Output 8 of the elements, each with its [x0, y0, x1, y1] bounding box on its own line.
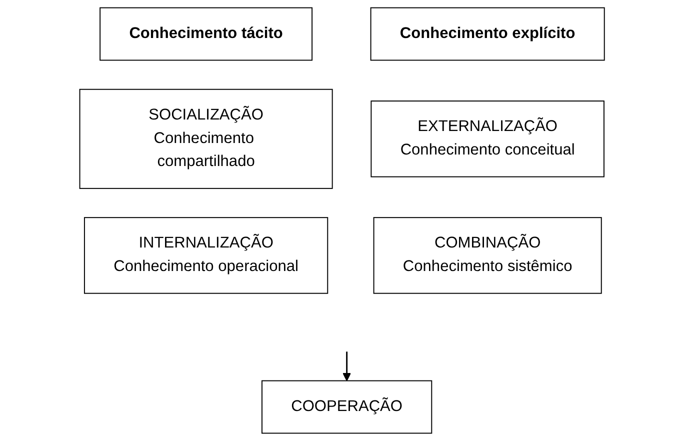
node-box: Conhecimento explícito — [370, 7, 605, 61]
node-box: EXTERNALIZAÇÃO Conhecimento conceitual — [370, 100, 604, 178]
node-box: COMBINAÇÃO Conhecimento sistêmico — [373, 217, 602, 294]
arrow — [342, 352, 351, 382]
node-box: INTERNALIZAÇÃO Conhecimento operacional — [84, 217, 328, 294]
node-box: SOCIALIZAÇÃO Conhecimento compartilhado — [79, 88, 333, 189]
node-box: Conhecimento tácito — [100, 7, 312, 61]
node-box: COOPERAÇÃO — [261, 380, 432, 434]
